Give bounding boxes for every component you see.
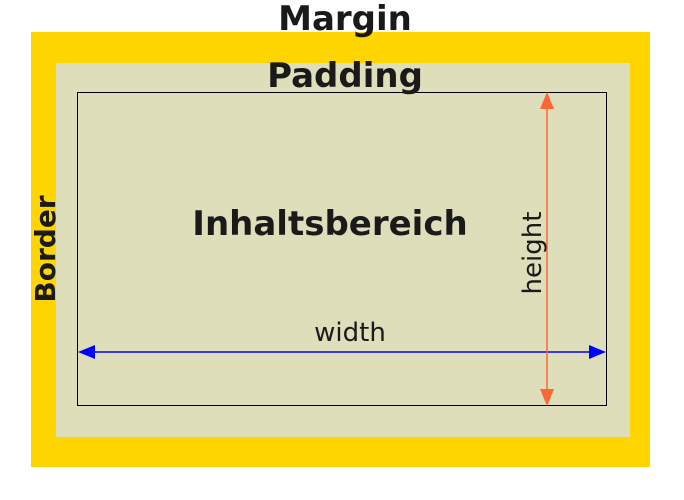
height-arrowhead-bottom <box>540 389 554 406</box>
width-arrowhead-right <box>589 345 606 359</box>
border-label: Border <box>29 195 62 302</box>
height-arrow <box>540 92 554 406</box>
height-arrowhead-top <box>540 92 554 109</box>
width-label: width <box>314 318 386 348</box>
padding-region <box>56 63 630 437</box>
padding-label: Padding <box>267 56 423 96</box>
content-area-box <box>77 92 607 406</box>
width-arrow <box>78 345 606 359</box>
width-arrowhead-left <box>78 345 95 359</box>
margin-label: Margin <box>278 0 412 39</box>
height-label: height <box>518 212 548 295</box>
content-label: Inhaltsbereich <box>192 204 467 244</box>
